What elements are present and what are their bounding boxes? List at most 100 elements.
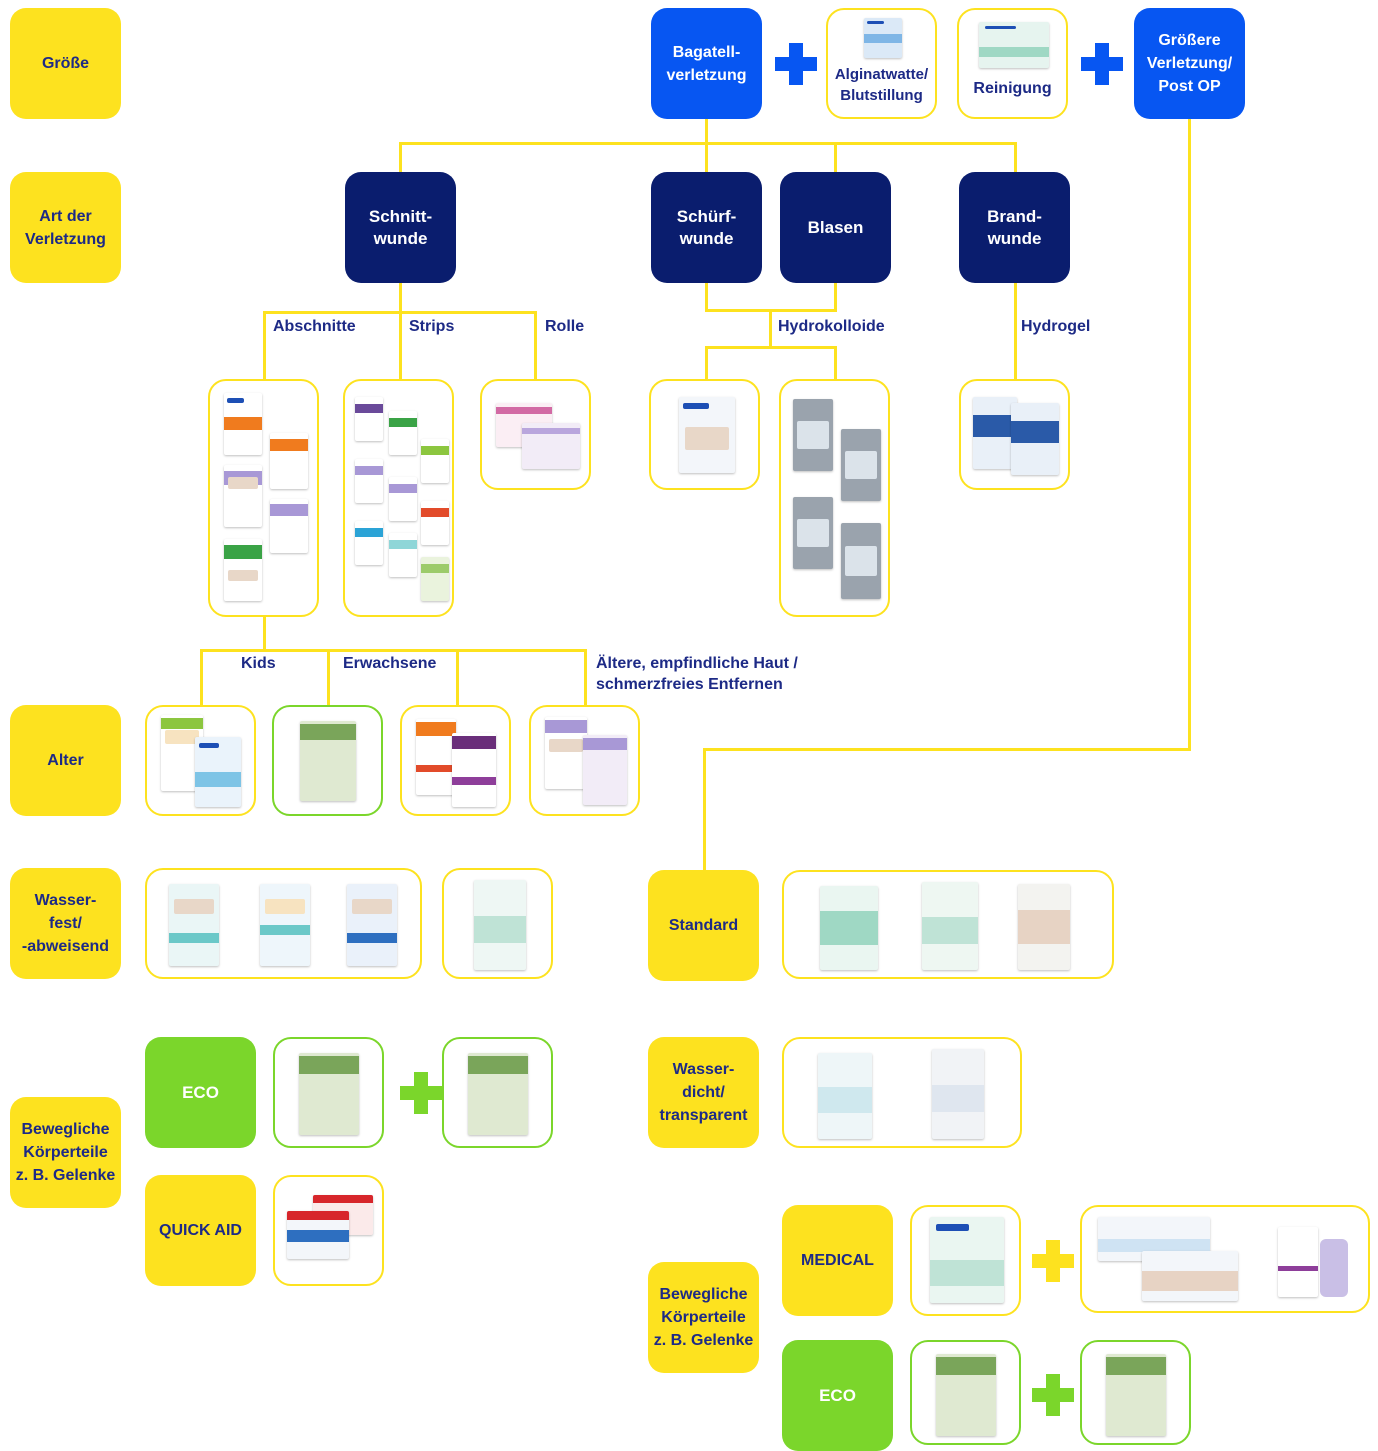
label-kids: Kids — [241, 655, 276, 672]
label-roll: Rolle — [545, 318, 585, 335]
elderly-products — [529, 705, 640, 816]
label-hydrocolloid: Hydrokolloide — [778, 318, 885, 335]
plus-icon — [400, 1072, 442, 1114]
sections-products — [208, 379, 319, 617]
product-image — [936, 1354, 996, 1436]
label-hydrogel: Hydrogel — [1021, 318, 1091, 335]
hydrogel-products — [959, 379, 1070, 490]
product-image — [421, 501, 449, 545]
row-label-injury-type: Art der Verletzung — [10, 172, 121, 283]
product-image — [195, 737, 241, 807]
waterproof-dressing-products — [442, 868, 553, 979]
label-elderly: Ältere, empfindliche Haut / schmerzfreie… — [596, 655, 798, 693]
medical-tag: MEDICAL — [782, 1205, 893, 1316]
eco-tag-left: ECO — [145, 1037, 256, 1148]
product-image — [224, 539, 262, 601]
strips-products — [343, 379, 454, 617]
plus-icon — [775, 43, 817, 85]
row-label-waterproof: Wasser- fest/ -abweisend — [10, 868, 121, 979]
product-image — [841, 523, 881, 599]
hydrocolloid-products — [779, 379, 890, 617]
major-injury-node: Größere Verletzung/ Post OP — [1134, 8, 1245, 119]
roll-products — [480, 379, 591, 490]
standard-products — [782, 870, 1114, 979]
product-image — [260, 884, 310, 966]
cut-wound-node: Schnitt- wunde — [345, 172, 456, 283]
product-image — [583, 735, 627, 805]
cleaning-box: Reinigung — [957, 8, 1068, 119]
cleaning-label: Reinigung — [973, 80, 1052, 97]
product-image — [299, 1053, 359, 1135]
product-image — [224, 393, 262, 455]
product-image — [818, 1053, 872, 1139]
product-image — [1098, 1217, 1210, 1261]
product-image — [270, 499, 308, 553]
product-image — [452, 733, 496, 807]
eco-right-product-1 — [910, 1340, 1021, 1445]
quick-aid-products — [273, 1175, 384, 1286]
product-image — [930, 1217, 1004, 1303]
row-label-joints-left: Bewegliche Körperteile z. B. Gelenke — [10, 1097, 121, 1208]
product-image — [389, 411, 417, 455]
row-label-standard: Standard — [648, 870, 759, 981]
eco-right-product-2 — [1080, 1340, 1191, 1445]
product-image — [169, 884, 219, 966]
alginate-box: Alginatwatte/ Blutstillung — [826, 8, 937, 119]
product-image — [1142, 1251, 1238, 1301]
product-image — [1018, 884, 1070, 970]
product-image — [355, 397, 383, 441]
label-adults: Erwachsene — [343, 655, 437, 672]
row-label-joints-right: Bewegliche Körperteile z. B. Gelenke — [648, 1262, 759, 1373]
product-image — [864, 18, 902, 58]
plus-icon — [1032, 1240, 1074, 1282]
product-image — [355, 521, 383, 565]
label-strips: Strips — [409, 318, 455, 335]
product-image — [545, 717, 587, 789]
transparent-products — [782, 1037, 1022, 1148]
product-image — [389, 533, 417, 577]
alginate-label: Alginatwatte/ Blutstillung — [834, 66, 929, 104]
product-image — [932, 1049, 984, 1139]
product-image — [1278, 1227, 1318, 1297]
quick-aid-tag: QUICK AID — [145, 1175, 256, 1286]
plus-icon — [1032, 1374, 1074, 1416]
row-label-waterproof-transparent: Wasser- dicht/ transparent — [648, 1037, 759, 1148]
product-image — [270, 433, 308, 489]
bandage-roll-image — [1320, 1239, 1348, 1297]
eco-left-product-1 — [273, 1037, 384, 1148]
product-image — [793, 399, 833, 471]
abrasion-products — [649, 379, 760, 490]
product-image — [421, 557, 449, 601]
medical-product-1 — [910, 1205, 1021, 1316]
row-label-age: Alter — [10, 705, 121, 816]
product-image — [355, 459, 383, 503]
kids-products — [145, 705, 256, 816]
plus-icon — [1081, 43, 1123, 85]
product-image — [973, 397, 1017, 469]
product-image — [389, 477, 417, 521]
adults-products — [400, 705, 511, 816]
label-sections: Abschnitte — [273, 318, 356, 335]
eco-left-product-2 — [442, 1037, 553, 1148]
product-image — [300, 721, 356, 801]
product-image — [347, 884, 397, 966]
eco-tag-right: ECO — [782, 1340, 893, 1451]
product-image — [1106, 1354, 1166, 1436]
abrasion-node: Schürf- wunde — [651, 172, 762, 283]
minor-injury-node: Bagatell- verletzung — [651, 8, 762, 119]
product-image — [474, 880, 526, 970]
product-image — [416, 719, 456, 795]
product-image — [841, 429, 881, 501]
row-label-size: Größe — [10, 8, 121, 119]
product-image — [820, 886, 878, 970]
product-image — [922, 882, 978, 970]
product-image — [679, 397, 735, 473]
medical-product-2 — [1080, 1205, 1370, 1313]
product-image — [979, 22, 1049, 68]
burn-wound-node: Brand- wunde — [959, 172, 1070, 283]
product-image — [522, 423, 580, 469]
product-image — [224, 465, 262, 527]
product-image — [421, 439, 449, 483]
product-image — [287, 1211, 349, 1259]
product-image — [1011, 403, 1059, 475]
